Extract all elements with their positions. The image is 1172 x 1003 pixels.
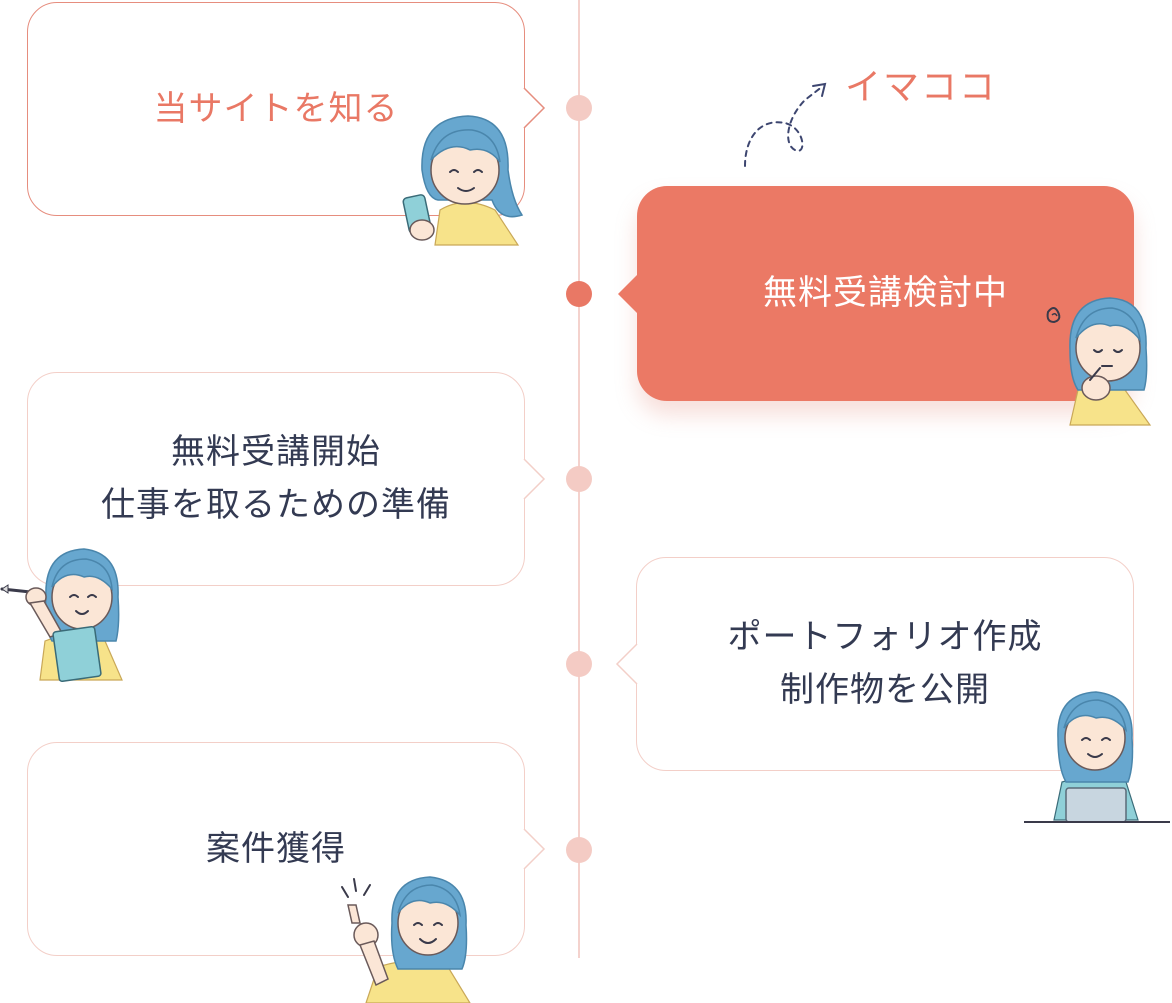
woman-ok-sign-illustration xyxy=(341,876,471,1003)
timeline-dot-5 xyxy=(566,837,592,863)
dashed-arrow-icon xyxy=(744,82,827,167)
step-3-line-2: 仕事を取るための準備 xyxy=(101,485,451,525)
step-4-line-1: ポートフォリオ作成 xyxy=(727,617,1043,658)
current-position-label: イマココ xyxy=(845,67,998,108)
timeline-dot-2-current xyxy=(566,281,592,307)
step-bubble-3: 無料受講開始 仕事を取るための準備 xyxy=(27,372,525,586)
timeline-dot-1 xyxy=(566,95,592,121)
bubble-tail-3 xyxy=(523,458,546,500)
bubble-tail-5 xyxy=(523,828,546,870)
step-bubble-4: ポートフォリオ作成 制作物を公開 xyxy=(636,557,1134,771)
woman-with-laptop-illustration xyxy=(1024,691,1170,823)
step-1-line-1: 当サイトを知る xyxy=(153,88,399,129)
step-bubble-2-current: 無料受講検討中 xyxy=(637,186,1134,401)
step-2-line-1: 無料受講検討中 xyxy=(763,273,1008,314)
woman-with-phone-illustration xyxy=(402,115,524,246)
bubble-tail-1 xyxy=(523,87,546,129)
step-3-line-1: 無料受講開始 xyxy=(171,432,381,473)
bubble-tail-2 xyxy=(618,274,638,314)
bubble-tail-4 xyxy=(615,643,638,685)
woman-with-pen-notebook-illustration xyxy=(0,548,123,683)
step-5-line-1: 案件獲得 xyxy=(206,828,346,869)
step-4-line-2: 制作物を公開 xyxy=(780,670,990,710)
timeline-dot-3 xyxy=(566,466,592,492)
thinking-woman-illustration xyxy=(1046,297,1152,426)
timeline-dot-4 xyxy=(566,651,592,677)
